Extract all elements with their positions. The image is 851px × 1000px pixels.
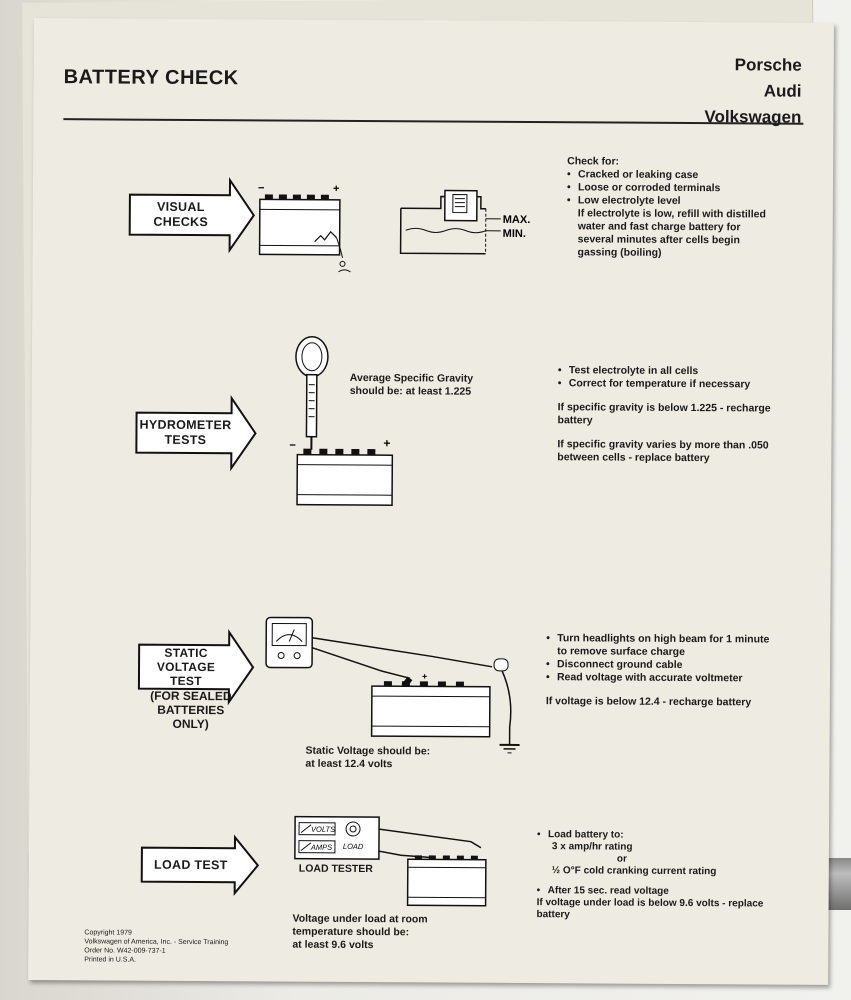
load-test-arrow: LOAD TEST [139, 834, 261, 897]
static-voltage-note: Static Voltage should be: at least 12.4 … [305, 744, 431, 771]
list-item: Low electrolyte level [567, 194, 777, 208]
arrow-shape [128, 176, 256, 254]
static-bullet-list: Turn headlights on high beam for 1 minut… [546, 632, 776, 685]
footer-line: Printed in U.S.A. [84, 956, 137, 964]
static-voltage-text: Turn headlights on high beam for 1 minut… [546, 632, 776, 709]
visual-checks-label: VISUAL CHECKS [153, 199, 209, 230]
sealed-batteries-note: (FOR SEALED BATTERIES ONLY) [150, 688, 232, 732]
static-voltage-arrow: STATIC VOLTAGE TEST [136, 628, 256, 706]
load-rating-b: ½ O°F cold cranking current rating [551, 865, 717, 878]
visual-checks-text: Check for: Cracked or leaking case Loose… [567, 155, 778, 260]
hydrometer-tests-label: HYDROMETER TESTS [139, 417, 232, 448]
plus-label: + [422, 671, 427, 681]
max-label: MAX. [503, 214, 531, 226]
volts-label: VOLTS [311, 825, 335, 834]
arrow-shape [135, 394, 257, 472]
minus-label: − [258, 182, 265, 194]
battery-leak-illustration: − + [258, 182, 351, 273]
document-page: BATTERY CHECK Porsche Audi Volkswagen VI… [28, 18, 834, 985]
plus-label: + [333, 183, 340, 195]
gravity-variance-note: If specific gravity varies by more than … [557, 438, 769, 465]
list-item: Cracked or leaking case [567, 168, 777, 182]
load-test-text: Load battery to: 3 x amp/hr rating or ½ … [536, 829, 777, 922]
gravity-low-note: If specific gravity is below 1.225 - rec… [557, 401, 771, 427]
load-tester-illustration: VOLTS AMPS LOAD [294, 815, 487, 907]
list-item: Load battery to: [537, 829, 777, 842]
arrow-shape [137, 628, 255, 706]
hydrometer-battery-illustration: − + [289, 335, 394, 506]
min-label: MIN. [503, 228, 526, 240]
voltmeter-battery-illustration: + [265, 616, 520, 754]
list-item: Read voltage with accurate voltmeter [546, 671, 776, 685]
brand-volkswagen: Volkswagen [704, 107, 802, 127]
load-bullet-list: Load battery to: [537, 829, 777, 842]
load-voltage-low-note: If voltage under load is below 9.6 volts… [536, 897, 764, 921]
gravity-note: Average Specific Gravity should be: at l… [349, 371, 474, 398]
list-item: Correct for temperature if necessary [558, 377, 778, 391]
list-item: After 15 sec. read voltage [537, 885, 777, 898]
list-item: Loose or corroded terminals [567, 181, 777, 195]
brand-porsche: Porsche [734, 55, 802, 75]
load-test-label: LOAD TEST [154, 857, 228, 872]
electrolyte-level-diagram: MAX. MIN. [399, 189, 531, 255]
hydrometer-tests-arrow: HYDROMETER TESTS [133, 394, 258, 472]
plus-label: + [383, 436, 390, 450]
refill-note: If electrolyte is low, refill with disti… [577, 207, 766, 259]
load-knob-label: LOAD [343, 842, 364, 851]
minus-label: − [289, 440, 296, 452]
visual-bullet-list: Cracked or leaking case Loose or corrode… [567, 168, 777, 208]
list-item: Test electrolyte in all cells [558, 364, 778, 378]
amps-label: AMPS [310, 843, 332, 852]
arrow-shape [140, 834, 260, 897]
load-voltage-note: Voltage under load at room temperature s… [292, 912, 428, 952]
page-title: BATTERY CHECK [63, 66, 239, 90]
brand-audi: Audi [763, 81, 802, 101]
header-divider [63, 118, 804, 125]
voltage-low-note: If voltage is below 12.4 - recharge batt… [545, 695, 752, 709]
load-rating-a: 3 x amp/hr rating [551, 841, 633, 853]
load-tester-label: LOAD TESTER [298, 862, 373, 876]
list-item: Turn headlights on high beam for 1 minut… [546, 632, 776, 659]
check-for-label: Check for: [567, 155, 620, 168]
hydrometer-bullet-list: Test electrolyte in all cells Correct fo… [558, 364, 778, 391]
visual-checks-arrow: VISUAL CHECKS [127, 176, 257, 254]
brand-list: Porsche Audi Volkswagen [704, 52, 801, 131]
hydrometer-text: Test electrolyte in all cells Correct fo… [557, 364, 778, 465]
footer-copyright: Copyright 1979 Volkswagen of America, In… [84, 928, 228, 965]
load-bullet-list-2: After 15 sec. read voltage [537, 885, 777, 898]
